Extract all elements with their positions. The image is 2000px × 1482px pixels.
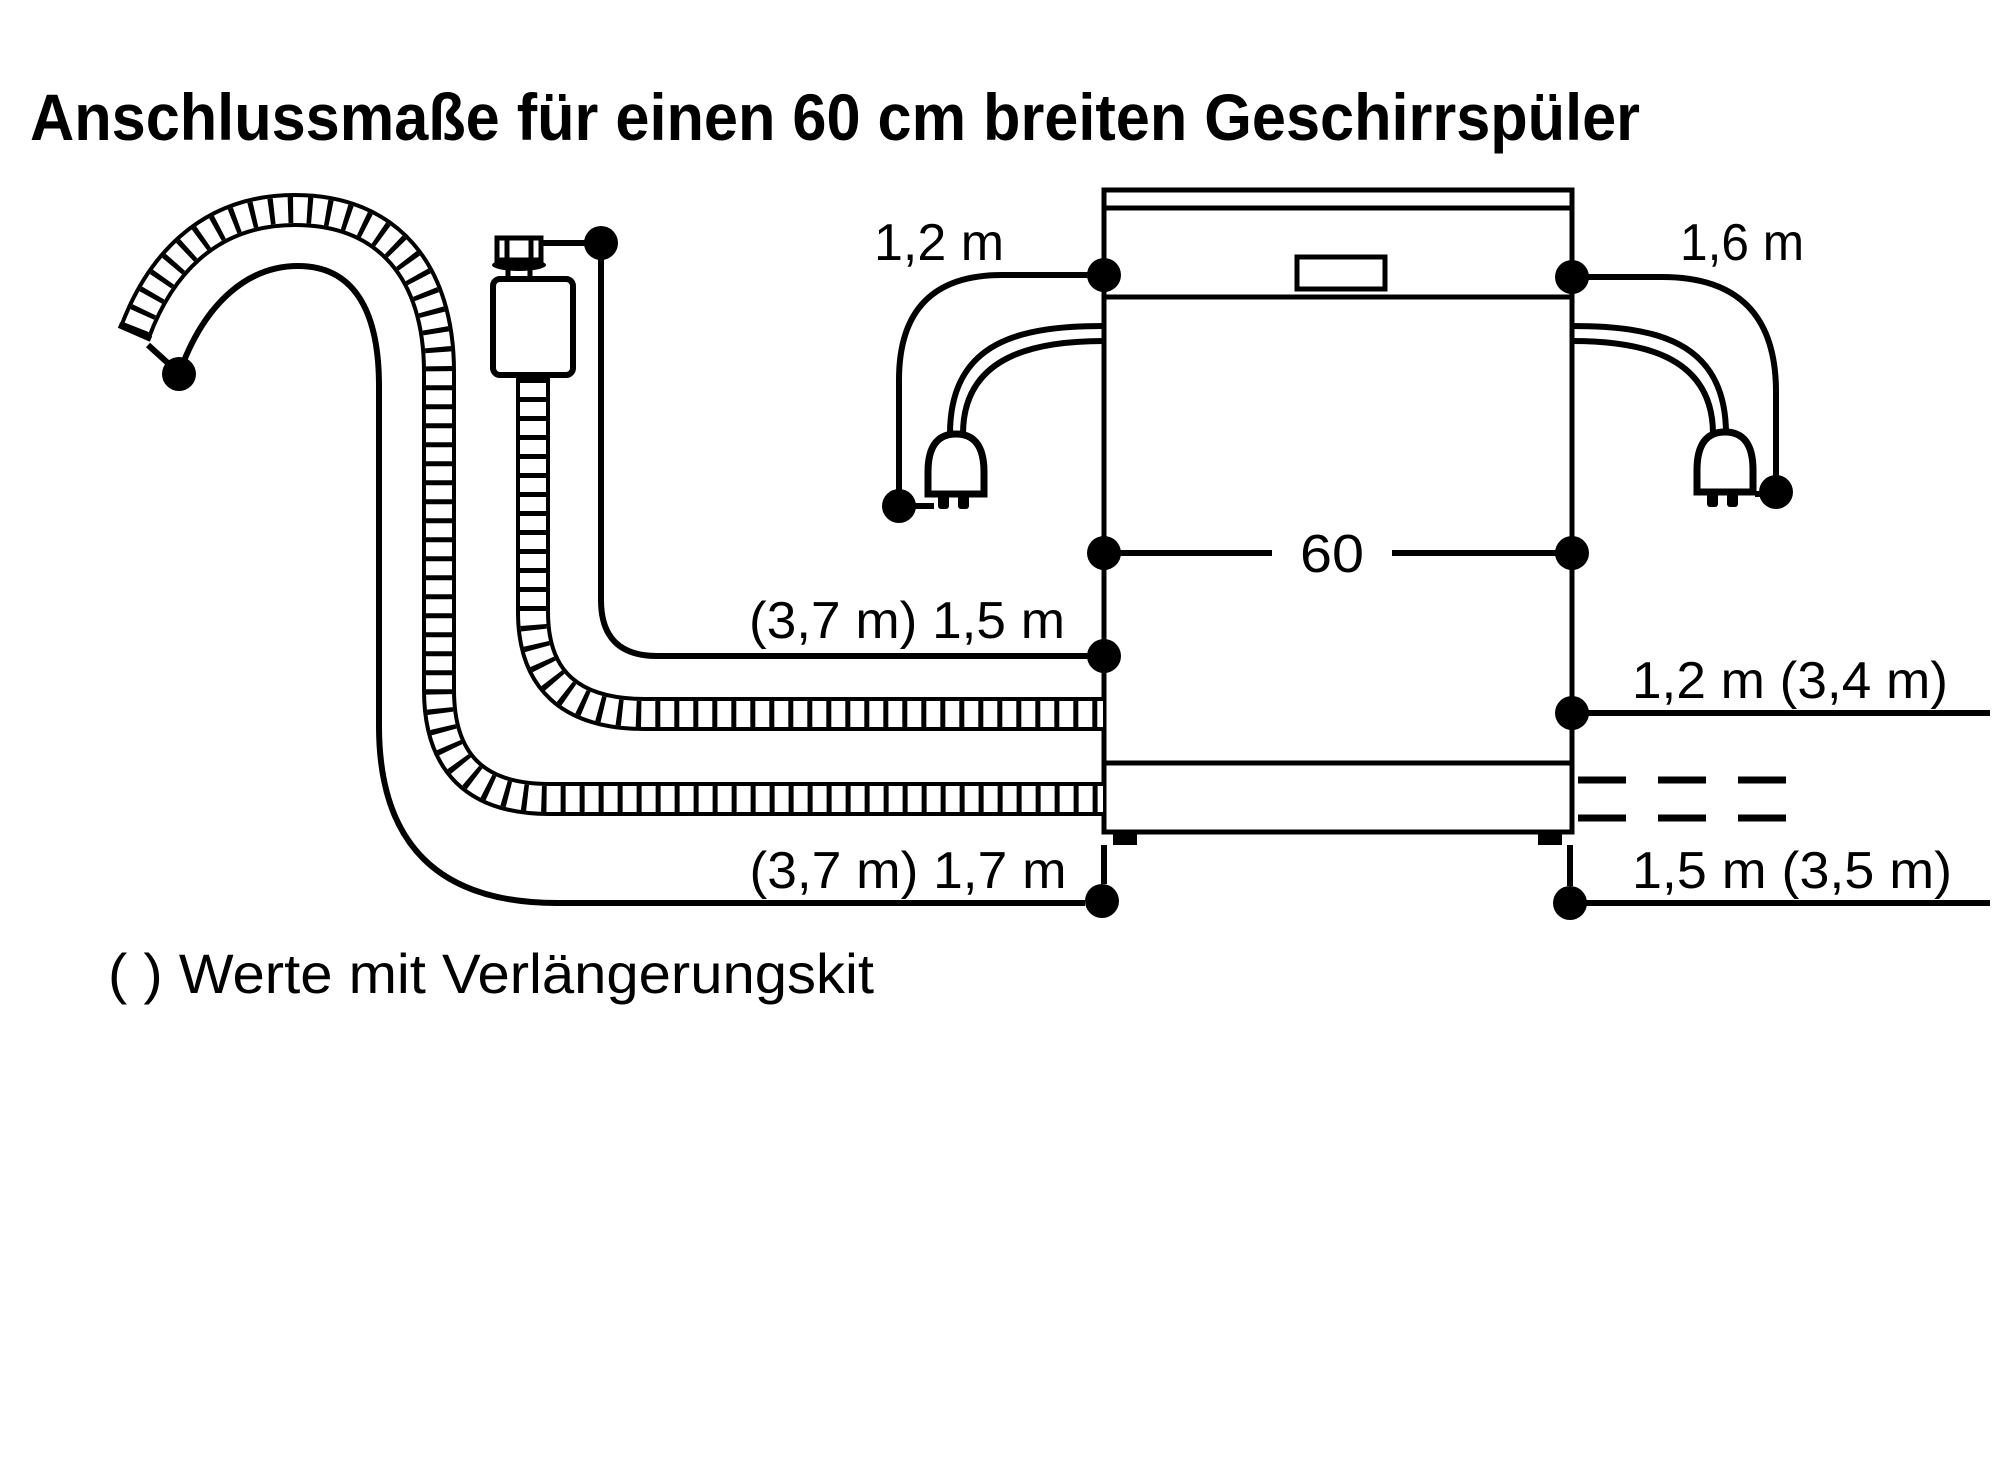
aquastop-valve xyxy=(490,235,576,378)
power-cord-left-measure xyxy=(896,272,1104,492)
power-cord-left xyxy=(914,323,1105,509)
tap-connector-nut xyxy=(494,235,544,263)
control-panel xyxy=(1294,254,1388,292)
seal-flange xyxy=(492,259,546,271)
label-power-cord-right: 1,6 m xyxy=(1680,214,1804,272)
supply-hose xyxy=(516,378,1103,731)
label-power-cord-left: 1,2 m xyxy=(874,214,1004,272)
plug-prong xyxy=(958,494,969,509)
drain-hose-end-cap xyxy=(117,322,153,342)
label-drain-hose-right: 1,5 m (3,5 m) xyxy=(1632,842,1952,900)
label-drain-hose-left: (3,7 m) 1,7 m xyxy=(750,842,1067,900)
plug-prong xyxy=(1707,492,1718,507)
plug-prong xyxy=(938,494,949,509)
label-appliance-width: 60 xyxy=(1300,524,1364,584)
page-title: Anschlussmaße für einen 60 cm breiten Ge… xyxy=(30,80,1640,154)
drain-right-dimension xyxy=(1567,845,1990,906)
power-cord-right-measure xyxy=(1572,274,1779,478)
dishwasher xyxy=(1101,187,1575,845)
foot-right xyxy=(1538,832,1562,845)
foot-left xyxy=(1113,832,1137,845)
label-supply-hose-right: 1,2 m (3,4 m) xyxy=(1632,652,1948,710)
dimension-dots xyxy=(162,226,1793,920)
power-cord-right xyxy=(1571,323,1768,507)
drain-hose xyxy=(117,192,1103,816)
drain-hose-measure-line xyxy=(145,262,1107,906)
plug-prong xyxy=(1727,492,1738,507)
aquastop-box xyxy=(490,276,576,378)
extension-dashed-lines xyxy=(1578,776,1790,822)
power-plug-right xyxy=(1693,428,1757,496)
power-plug-left xyxy=(924,430,988,498)
label-supply-hose-left: (3,7 m) 1,5 m xyxy=(749,592,1065,650)
extension-kit-note: ( ) Werte mit Verlängerungskit xyxy=(108,942,874,1005)
